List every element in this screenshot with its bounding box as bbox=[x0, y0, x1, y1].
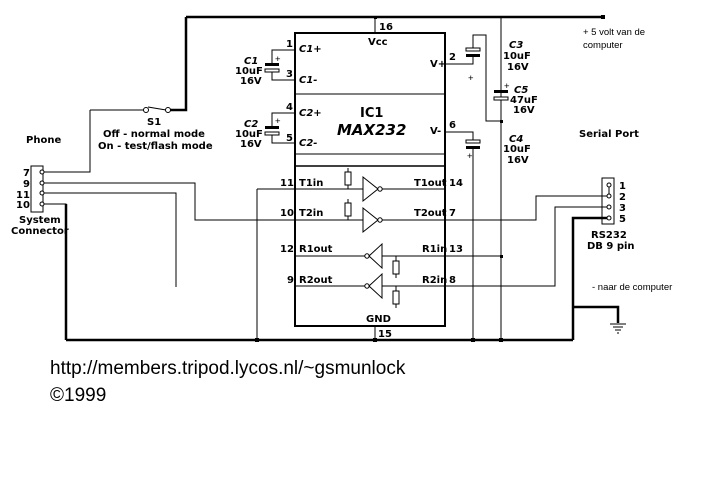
serial-pin-5: 5 bbox=[619, 214, 626, 225]
svg-text:1: 1 bbox=[286, 39, 293, 50]
capacitor-c5: + bbox=[493, 81, 510, 101]
svg-text:3: 3 bbox=[286, 69, 293, 80]
svg-text:T1out: T1out bbox=[414, 178, 447, 189]
phone-pin-9: 9 bbox=[23, 179, 30, 190]
footer-url[interactable]: http://members.tripod.lycos.nl/~gsmunloc… bbox=[50, 358, 406, 379]
capacitor-c2: + bbox=[264, 112, 295, 144]
power-terminal bbox=[601, 15, 605, 19]
phone-pin-10: 10 bbox=[16, 200, 30, 211]
phone-connector bbox=[30, 165, 45, 213]
svg-text:+: + bbox=[467, 151, 473, 162]
c5-value: 47uF bbox=[510, 95, 538, 106]
serial-title: Serial Port bbox=[579, 129, 639, 140]
ic-vcc-pin: 16 bbox=[379, 22, 393, 33]
c1-value: 10uF bbox=[235, 66, 263, 77]
c1-voltage: 16V bbox=[240, 76, 262, 87]
svg-text:V+: V+ bbox=[430, 59, 446, 70]
ic-right-pins: V+ 2 V- 6 T1out 14 T2out 7 R1in 13 R2in … bbox=[414, 52, 463, 286]
serial-connector-line2: DB 9 pin bbox=[587, 241, 635, 252]
c4-value: 10uF bbox=[503, 144, 531, 155]
c2-ref: C2 bbox=[244, 119, 258, 130]
power-note-line2: computer bbox=[583, 40, 623, 51]
svg-text:12: 12 bbox=[280, 244, 294, 255]
ground-icon bbox=[610, 323, 626, 334]
phone-title: Phone bbox=[26, 135, 61, 146]
svg-text:C2+: C2+ bbox=[299, 108, 322, 119]
ground-note: - naar de computer bbox=[592, 282, 672, 293]
serial-wiring bbox=[445, 195, 620, 340]
svg-text:10: 10 bbox=[280, 208, 294, 219]
svg-text:T2in: T2in bbox=[299, 208, 323, 219]
c3-value: 10uF bbox=[503, 51, 531, 62]
svg-text:+: + bbox=[468, 73, 474, 84]
ground-bus bbox=[64, 204, 573, 342]
switch-line2: On - test/flash mode bbox=[98, 141, 213, 152]
ic-internal-drivers bbox=[295, 168, 445, 308]
c1-ref: C1 bbox=[244, 56, 258, 67]
svg-text:4: 4 bbox=[286, 102, 293, 113]
svg-text:11: 11 bbox=[280, 178, 294, 189]
serial-connector-line1: RS232 bbox=[591, 230, 627, 241]
svg-text:9: 9 bbox=[287, 275, 294, 286]
c2-value: 10uF bbox=[235, 129, 263, 140]
svg-text:C1+: C1+ bbox=[299, 44, 322, 55]
phone-pin-7: 7 bbox=[23, 168, 30, 179]
svg-text:2: 2 bbox=[449, 52, 456, 63]
c4-ref: C4 bbox=[509, 134, 523, 145]
ic-ref: IC1 bbox=[360, 106, 383, 121]
phone-connector-line2: Connector bbox=[11, 226, 69, 237]
svg-text:14: 14 bbox=[449, 178, 463, 189]
capacitor-c3: + bbox=[445, 34, 503, 123]
svg-text:8: 8 bbox=[449, 275, 456, 286]
svg-text:R1in: R1in bbox=[422, 244, 447, 255]
vcc-rail bbox=[170, 15, 605, 327]
svg-text:+: + bbox=[275, 116, 281, 127]
phone-connector-line1: System bbox=[19, 215, 61, 226]
serial-connector bbox=[601, 177, 615, 225]
c2-voltage: 16V bbox=[240, 139, 262, 150]
c5-voltage: 16V bbox=[513, 105, 535, 116]
svg-text:T1in: T1in bbox=[299, 178, 323, 189]
svg-text:+: + bbox=[504, 81, 510, 92]
serial-pin-2: 2 bbox=[619, 192, 626, 203]
ic-part: MAX232 bbox=[337, 121, 406, 139]
serial-pin-1: 1 bbox=[619, 181, 626, 192]
footer-copyright: ©1999 bbox=[50, 385, 106, 406]
svg-text:C2-: C2- bbox=[299, 138, 317, 149]
ic-vcc-label: Vcc bbox=[368, 37, 388, 48]
svg-text:T2out: T2out bbox=[414, 208, 447, 219]
svg-text:V-: V- bbox=[430, 126, 441, 137]
ic-max232 bbox=[294, 32, 446, 327]
switch-line1: Off - normal mode bbox=[103, 129, 205, 140]
phone-wiring bbox=[42, 182, 295, 327]
capacitor-c4: + bbox=[445, 131, 481, 327]
svg-text:C1-: C1- bbox=[299, 75, 317, 86]
svg-text:R1out: R1out bbox=[299, 244, 333, 255]
ic-gnd-label: GND bbox=[366, 314, 391, 325]
c5-ref: C5 bbox=[514, 85, 528, 96]
svg-text:6: 6 bbox=[449, 120, 456, 131]
ic-gnd-pin: 15 bbox=[378, 329, 392, 340]
svg-text:R2out: R2out bbox=[299, 275, 333, 286]
svg-text:R2in: R2in bbox=[422, 275, 447, 286]
c4-voltage: 16V bbox=[507, 155, 529, 166]
phone-pin-11: 11 bbox=[16, 190, 30, 201]
svg-text:5: 5 bbox=[286, 133, 293, 144]
c3-voltage: 16V bbox=[507, 62, 529, 73]
power-note-line1: + 5 volt van de bbox=[583, 27, 645, 38]
ic-left-pins: 1 C1+ 3 C1- 4 C2+ 5 C2- 11 T1in 10 T2in … bbox=[280, 39, 333, 286]
switch-ref: S1 bbox=[147, 117, 161, 128]
svg-text:+: + bbox=[275, 54, 281, 65]
capacitor-c1: + bbox=[264, 49, 295, 81]
svg-text:7: 7 bbox=[449, 208, 456, 219]
switch-s1 bbox=[42, 106, 186, 173]
serial-pin-3: 3 bbox=[619, 203, 626, 214]
svg-text:13: 13 bbox=[449, 244, 463, 255]
c3-ref: C3 bbox=[509, 40, 523, 51]
